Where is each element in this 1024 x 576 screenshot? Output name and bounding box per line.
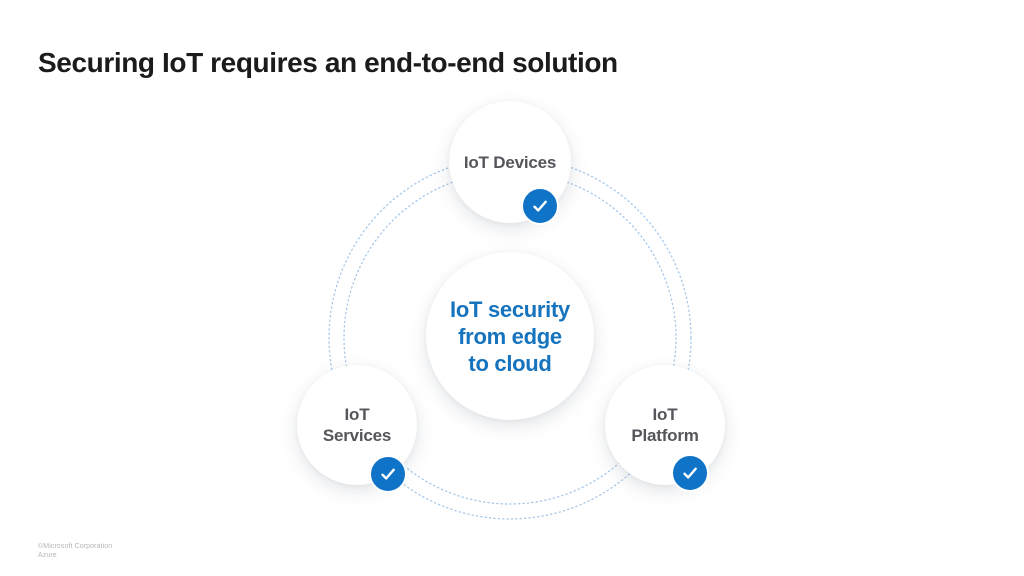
copyright-line: ©Microsoft Corporation <box>38 543 113 550</box>
center-node-label: IoT security from edge to cloud <box>450 296 570 377</box>
copyright-footer: ©Microsoft Corporation Azure <box>38 542 112 560</box>
center-label-line-1: IoT security <box>450 296 570 322</box>
node-iot-services: IoT Services <box>297 365 417 493</box>
center-label-line-3: to cloud <box>468 350 552 376</box>
node-iot-platform-check-badge <box>671 454 709 492</box>
node-iot-devices: IoT Devices <box>449 101 571 225</box>
checkmark-icon <box>683 467 697 479</box>
checkmark-icon <box>381 468 395 480</box>
node-iot-platform: IoT Platform <box>605 365 725 492</box>
node-iot-services-check-badge <box>369 455 407 493</box>
center-node-iot-security: IoT security from edge to cloud <box>426 252 594 420</box>
checkmark-icon <box>533 200 547 212</box>
node-iot-platform-label: IoT Platform <box>631 405 699 445</box>
node-iot-devices-check-badge <box>521 187 559 225</box>
slide-title: Securing IoT requires an end-to-end solu… <box>38 47 618 78</box>
center-label-line-2: from edge <box>458 323 562 349</box>
node-iot-services-label: IoT Services <box>322 405 392 445</box>
brand-line: Azure <box>38 552 57 559</box>
node-iot-devices-label: IoT Devices <box>463 152 557 172</box>
